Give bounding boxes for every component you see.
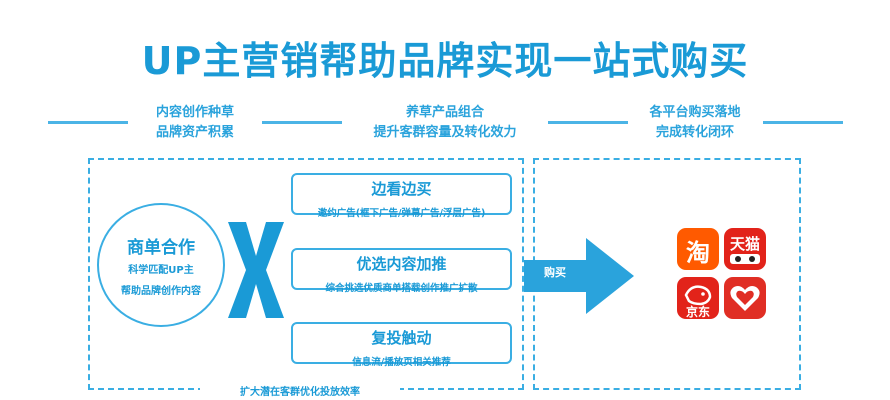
column-header-line: 各平台购买落地: [649, 105, 741, 120]
column-header-line: 品牌资产积累: [155, 125, 234, 140]
bottom-note: 扩大潜在客群优化投放效率: [200, 383, 400, 398]
column-header-line: 养草产品组合: [405, 105, 484, 120]
app-label: 京东: [685, 305, 710, 319]
pill-retarget: 复投触动 信息流/播放页相关推荐: [291, 322, 512, 368]
column-header-purchase: 各平台购买落地 完成转化闭环: [630, 103, 760, 143]
pill-subtitle: 信息流/播放页相关推荐: [352, 357, 451, 368]
header-rule: [763, 121, 843, 124]
purchase-arrow-icon: [524, 238, 634, 314]
column-header-line: 内容创作种草: [155, 105, 234, 120]
tmall-icon: 天猫: [724, 228, 766, 270]
tmall-eye: [735, 256, 741, 262]
jd-dog-icon: [684, 285, 712, 306]
header-rule: [48, 121, 128, 124]
circle-title: 商单合作: [127, 238, 195, 258]
column-header-products: 养草产品组合 提升客群容量及转化效力: [345, 103, 545, 143]
circle-line: 帮助品牌创作内容: [121, 286, 201, 297]
pill-watch-buy: 边看边买 邀约广告(框下广告/弹幕广告/浮层广告): [291, 173, 512, 219]
pill-title: 优选内容加推: [356, 255, 447, 273]
arrow-label: 购买: [544, 266, 566, 279]
taobao-icon: 淘: [677, 228, 719, 270]
circle-line: 科学匹配UP主: [128, 265, 194, 276]
page-title: UP主营销帮助品牌实现一站式购买: [141, 39, 749, 83]
pill-title: 复投触动: [371, 329, 432, 347]
pill-title: 边看边买: [371, 180, 432, 198]
pinduoduo-icon: [724, 277, 766, 319]
column-header-content: 内容创作种草 品牌资产积累: [130, 103, 260, 143]
pill-subtitle: 邀约广告(框下广告/弹幕广告/浮层广告): [317, 208, 486, 219]
tmall-eye: [749, 256, 755, 262]
app-label: 天猫: [729, 235, 760, 253]
commission-circle: 商单合作 科学匹配UP主 帮助品牌创作内容: [97, 203, 225, 327]
header-rule: [548, 121, 628, 124]
column-header-line: 提升客群容量及转化效力: [373, 125, 517, 140]
multiply-x-icon: [228, 222, 284, 318]
header-rule: [262, 121, 342, 124]
tmall-face: [730, 254, 760, 264]
jd-icon: 京东: [677, 277, 719, 319]
app-label: 淘: [686, 239, 710, 267]
pill-subtitle: 综合挑选优质商单搭载创作推广扩散: [325, 283, 478, 294]
pinduoduo-heart-icon: [730, 286, 760, 311]
column-header-line: 完成转化闭环: [655, 125, 734, 140]
pill-boost-content: 优选内容加推 综合挑选优质商单搭载创作推广扩散: [291, 248, 512, 294]
